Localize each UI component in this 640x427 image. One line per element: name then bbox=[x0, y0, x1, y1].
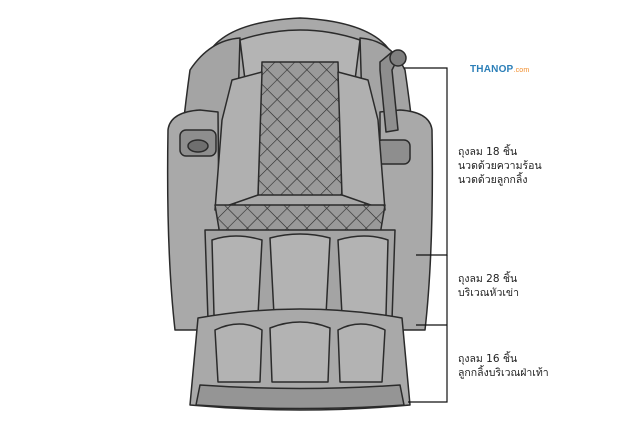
quilted-back-panel bbox=[257, 61, 343, 196]
foot-pod-right bbox=[337, 323, 386, 383]
foot-pod-center bbox=[269, 321, 331, 383]
calf-pod-left bbox=[211, 235, 263, 320]
callout-line: นวดด้วยลูกกลิ้ง bbox=[458, 174, 528, 186]
callout-line: ถุงลม 28 ชิ้น bbox=[458, 273, 518, 285]
callout-line: ถุงลม 16 ชิ้น bbox=[458, 353, 518, 365]
callout-upper-body: ถุงลม 18 ชิ้น นวดด้วยความร้อน นวดด้วยลูก… bbox=[458, 145, 542, 187]
callout-knee: ถุงลม 28 ชิ้น บริเวณหัวเข่า bbox=[458, 272, 519, 300]
logo-name: THANOP bbox=[470, 64, 514, 75]
callout-line: ถุงลม 18 ชิ้น bbox=[458, 146, 518, 158]
callout-line: ลูกกลิ้งบริเวณฝ่าเท้า bbox=[458, 367, 549, 379]
leader-line-bottom bbox=[408, 255, 448, 403]
back-pad-left bbox=[214, 71, 263, 211]
tablet-holder-joint bbox=[389, 49, 407, 67]
left-panel-knob bbox=[187, 139, 209, 153]
thanop-logo: THANOP.com bbox=[470, 64, 529, 75]
leader-line-top bbox=[404, 67, 448, 256]
foot-base bbox=[195, 384, 405, 410]
calf-pod-right bbox=[337, 235, 389, 320]
callout-line: บริเวณหัวเข่า bbox=[458, 287, 520, 299]
back-pad-right bbox=[337, 71, 386, 211]
foot-pod-left bbox=[214, 323, 263, 383]
callout-foot: ถุงลม 16 ชิ้น ลูกกลิ้งบริเวณฝ่าเท้า bbox=[458, 352, 549, 380]
callout-line: นวดด้วยความร้อน bbox=[458, 160, 542, 172]
logo-suffix: .com bbox=[513, 67, 530, 74]
calf-pod-center bbox=[269, 233, 331, 320]
